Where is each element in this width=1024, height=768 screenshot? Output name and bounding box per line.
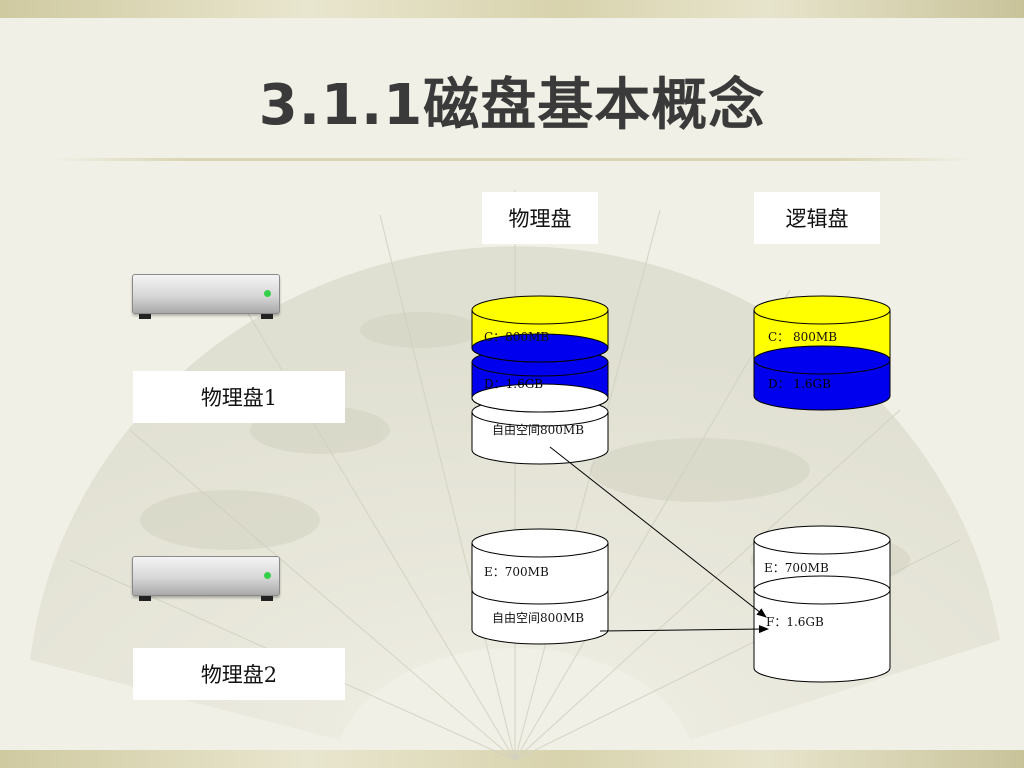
title-divider — [50, 158, 974, 161]
logical-1-cylinder — [753, 295, 891, 411]
page-title: 3.1.1磁盘基本概念 — [258, 73, 766, 138]
physical-1-c-label: C：800MB — [484, 330, 550, 344]
drive-led-icon — [264, 290, 271, 297]
top-decor-band — [0, 0, 1024, 18]
hard-drive-icon — [132, 556, 280, 601]
physical-disk-2-label: 物理盘2 — [133, 648, 345, 700]
physical-2-e-label: E：700MB — [484, 565, 549, 579]
physical-1-d-label: D：1.6GB — [484, 377, 544, 391]
free-space-1-arrow — [549, 446, 767, 618]
physical-1-free-label: 自由空间800MB — [492, 423, 585, 437]
logical-1-c-label: C： 800MB — [768, 330, 838, 344]
logical-disk-header: 逻辑盘 — [754, 192, 880, 244]
physical-2-free-label: 自由空间800MB — [492, 611, 585, 625]
physical-disk-1-label: 物理盘1 — [133, 371, 345, 423]
physical-2-cylinder — [471, 528, 609, 645]
free-space-2-arrow — [599, 625, 769, 634]
logical-2-cylinder — [753, 525, 891, 683]
drive-led-icon — [264, 572, 271, 579]
physical-disk-header: 物理盘 — [482, 192, 598, 244]
logical-2-f-label: F：1.6GB — [766, 615, 824, 629]
logical-2-e-label: E：700MB — [764, 561, 829, 575]
logical-1-d-label: D： 1.6GB — [768, 377, 831, 391]
hard-drive-icon — [132, 274, 280, 319]
